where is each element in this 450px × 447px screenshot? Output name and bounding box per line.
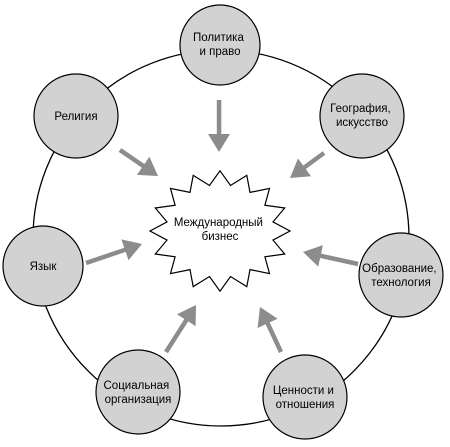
center-starburst xyxy=(148,169,292,293)
node-geography: География, искусство xyxy=(319,73,405,159)
node-education-line-2: технология xyxy=(371,277,431,289)
node-language-label: Язык xyxy=(30,261,58,273)
node-education: Образование, технология xyxy=(358,232,444,318)
node-values-circle xyxy=(262,354,348,440)
node-values-line-1: Ценности и xyxy=(273,385,334,397)
node-social: Социальная организация xyxy=(95,349,181,435)
node-language-line-1: Язык xyxy=(30,261,58,273)
center-label-line-1: Международный xyxy=(174,217,263,229)
arrow-politics xyxy=(208,100,230,152)
node-politics-line-1: Политика xyxy=(193,32,245,44)
node-education-line-1: Образование, xyxy=(362,263,436,275)
node-education-label: Образование, технология xyxy=(362,263,440,289)
node-religion-circle xyxy=(33,73,119,159)
arrow-religion xyxy=(118,148,158,176)
node-social-circle xyxy=(95,349,181,435)
center-label-line-2: бизнес xyxy=(202,231,239,243)
node-values-line-2: отношения xyxy=(276,399,335,411)
node-values: Ценности и отношения xyxy=(262,354,348,440)
arrow-education xyxy=(303,245,359,267)
node-education-circle xyxy=(358,232,444,318)
node-geography-line-1: География, xyxy=(330,103,391,115)
node-social-label: Социальная организация xyxy=(104,380,173,406)
center-label: Международный бизнес xyxy=(174,217,266,243)
node-religion-label: Религия xyxy=(54,111,97,123)
node-geography-circle xyxy=(319,73,405,159)
node-politics-line-2: и право xyxy=(199,46,240,58)
node-social-line-2: организация xyxy=(105,394,172,406)
arrow-language xyxy=(85,239,142,266)
node-religion: Религия xyxy=(33,73,119,159)
node-religion-line-1: Религия xyxy=(54,111,97,123)
arrows-group xyxy=(85,100,359,354)
node-values-label: Ценности и отношения xyxy=(273,385,337,411)
node-politics-label: Политика и право xyxy=(193,32,247,58)
node-language-circle xyxy=(2,225,84,307)
node-geography-line-2: искусство xyxy=(336,117,388,129)
arrow-social xyxy=(164,305,196,354)
node-politics-circle xyxy=(179,4,261,86)
node-social-line-1: Социальная xyxy=(104,380,170,392)
node-language: Язык xyxy=(2,225,84,307)
arrow-values xyxy=(257,307,283,353)
arrow-geography xyxy=(290,151,326,178)
node-geography-label: География, искусство xyxy=(330,103,394,129)
node-politics: Политика и право xyxy=(179,4,261,86)
